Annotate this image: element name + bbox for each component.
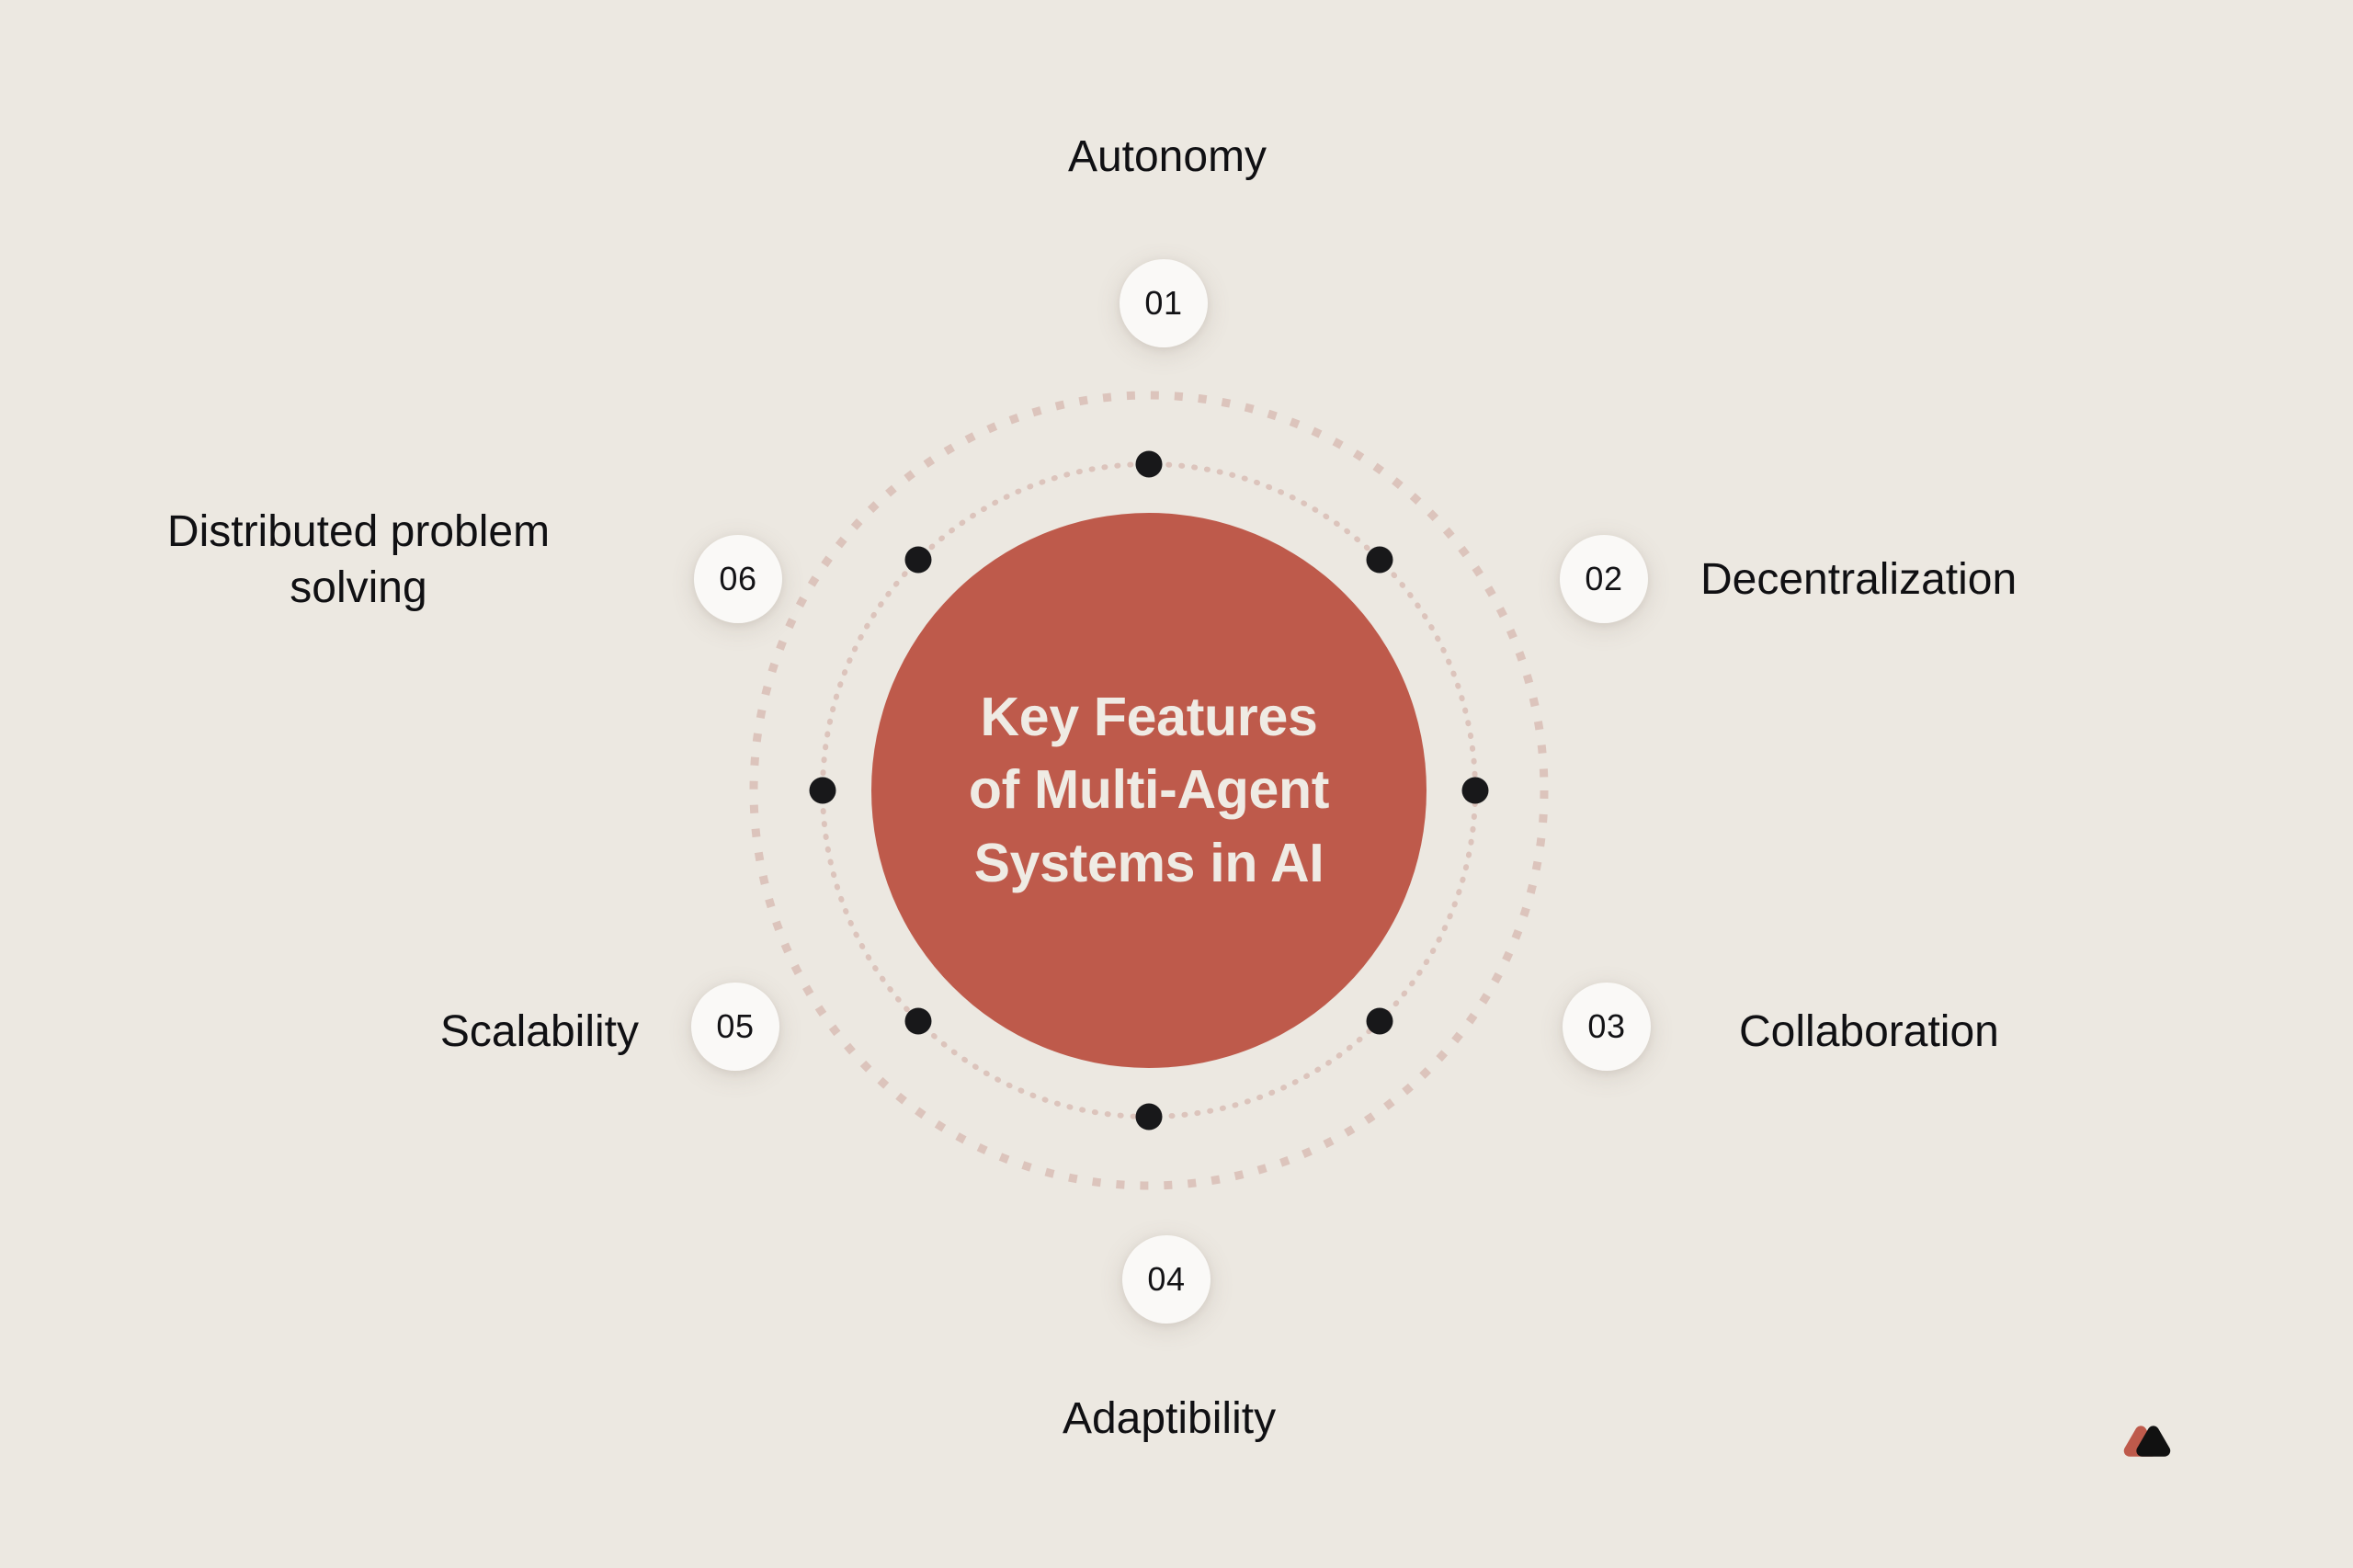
- hub-circle: Key Features of Multi-Agent Systems in A…: [871, 513, 1427, 1068]
- inner-ring-dot-sw: [904, 1007, 932, 1035]
- step-badge-06-number: 06: [719, 560, 757, 597]
- step-badge-02-number: 02: [1585, 560, 1623, 597]
- inner-ring-dot-ne: [1366, 546, 1393, 574]
- inner-ring-dot-nw: [904, 546, 932, 574]
- inner-ring-dot-se: [1366, 1007, 1393, 1035]
- step-badge-06[interactable]: 06: [694, 535, 782, 623]
- inner-ring-dot-e: [1461, 777, 1489, 804]
- step-badge-03[interactable]: 03: [1563, 983, 1651, 1071]
- step-badge-04-number: 04: [1147, 1260, 1186, 1298]
- item-label-distributed-problem-solving: Distributed problem solving: [166, 507, 551, 613]
- item-label-scalability: Scalability: [439, 1007, 639, 1056]
- step-badge-05[interactable]: 05: [691, 983, 779, 1071]
- step-badge-03-number: 03: [1587, 1007, 1626, 1045]
- inner-ring-dot-n: [1135, 450, 1163, 478]
- hub-title: Key Features of Multi-Agent Systems in A…: [968, 687, 1330, 893]
- logo-triangle-right: [2136, 1426, 2171, 1457]
- item-label-autonomy: Autonomy: [1067, 132, 1267, 181]
- inner-ring-dot-s: [1135, 1103, 1163, 1131]
- brand-logo-icon: [2123, 1426, 2171, 1457]
- step-badge-05-number: 05: [716, 1007, 755, 1045]
- item-label-adaptibility: Adaptibility: [1062, 1394, 1277, 1443]
- step-badge-01[interactable]: 01: [1120, 259, 1208, 347]
- step-badge-02[interactable]: 02: [1560, 535, 1648, 623]
- item-label-decentralization: Decentralization: [1700, 555, 2018, 604]
- inner-ring-dot-w: [809, 777, 836, 804]
- item-label-collaboration: Collaboration: [1739, 1007, 1999, 1056]
- step-badge-04[interactable]: 04: [1122, 1235, 1211, 1324]
- step-badge-01-number: 01: [1144, 284, 1183, 322]
